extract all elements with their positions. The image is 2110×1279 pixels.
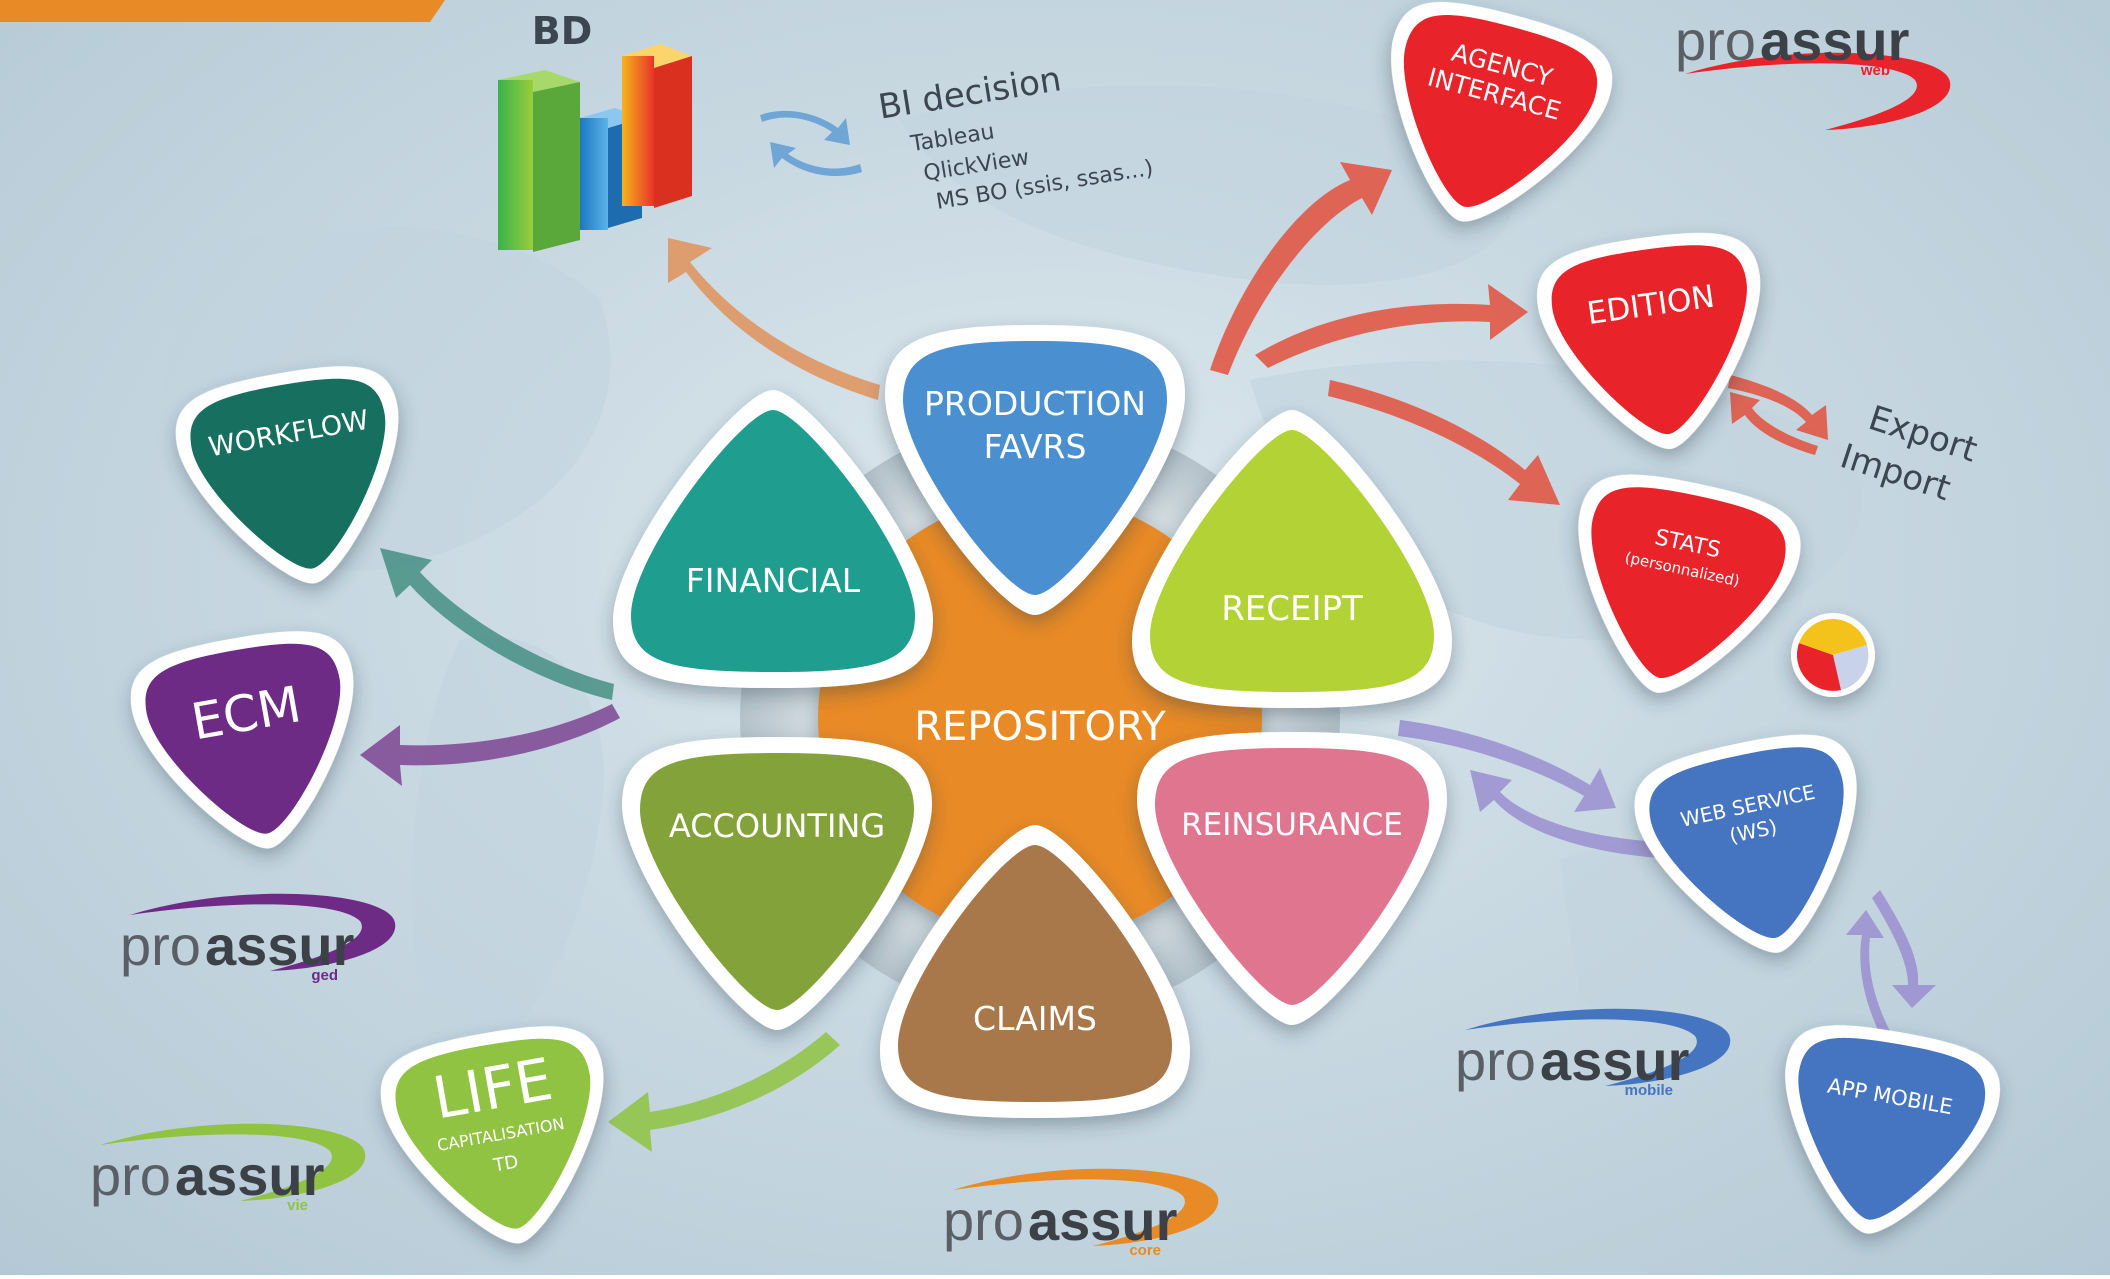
logo-proassur-web: pro assur web <box>1675 9 1951 130</box>
production-label-line2: FAVRS <box>984 427 1087 466</box>
svg-text:pro: pro <box>120 914 201 977</box>
reinsurance-label: REINSURANCE <box>1181 807 1403 843</box>
module-reinsurance[interactable]: REINSURANCE <box>1137 732 1447 1025</box>
satellite-ecm[interactable]: ECM <box>123 619 381 868</box>
svg-text:mobile: mobile <box>1625 1082 1673 1099</box>
logo-proassur-mobile: pro assur mobile <box>1455 1008 1731 1099</box>
arrow-to-app-mobile <box>1872 890 1936 1008</box>
logo-proassur-ged: pro assur ged <box>120 893 396 984</box>
module-production[interactable]: PRODUCTION FAVRS <box>885 325 1185 615</box>
module-receipt[interactable]: RECEIPT <box>1132 410 1452 708</box>
svg-text:pro: pro <box>1455 1029 1536 1092</box>
svg-text:assur: assur <box>1540 1029 1689 1092</box>
arrow-edition-import <box>1730 392 1818 455</box>
svg-text:web: web <box>1860 62 1890 79</box>
module-accounting[interactable]: ACCOUNTING <box>622 737 932 1030</box>
hub-label: REPOSITORY <box>914 704 1166 750</box>
corner-accent-strip <box>0 0 445 22</box>
svg-text:assur: assur <box>175 1144 324 1207</box>
svg-text:assur: assur <box>1760 9 1909 72</box>
arrow-to-workflow <box>380 548 614 700</box>
arrow-to-edition <box>1255 284 1528 368</box>
svg-text:vie: vie <box>287 1197 308 1214</box>
module-claims[interactable]: CLAIMS <box>880 825 1190 1118</box>
svg-text:ged: ged <box>311 967 338 984</box>
satellite-agency-interface[interactable]: AGENCY INTERFACE <box>1352 0 1623 250</box>
arrow-to-life <box>608 1032 840 1152</box>
svg-text:pro: pro <box>90 1144 171 1207</box>
module-financial[interactable]: FINANCIAL <box>613 390 933 688</box>
arrow-to-agency <box>1210 162 1392 375</box>
flow-arrows <box>360 110 1936 1152</box>
svg-text:core: core <box>1129 1242 1161 1259</box>
arrow-bi-out <box>760 110 850 145</box>
logo-proassur-core: pro assur core <box>943 1168 1219 1259</box>
arrow-from-web-service <box>1470 770 1662 858</box>
satellite-stats[interactable]: STATS (personnalized) <box>1547 461 1810 716</box>
satellite-workflow[interactable]: WORKFLOW <box>168 354 426 603</box>
satellite-app-mobile[interactable]: APP MOBILE <box>1760 1014 2008 1252</box>
satellite-web-service[interactable]: WEB SERVICE (WS) <box>1625 721 1888 976</box>
accounting-label: ACCOUNTING <box>669 807 885 845</box>
bar-chart-3d-icon <box>498 44 692 252</box>
svg-text:pro: pro <box>943 1189 1024 1252</box>
arrow-edition-export <box>1728 375 1828 440</box>
arrow-bi-in <box>770 142 862 177</box>
satellite-edition[interactable]: EDITION <box>1530 222 1781 464</box>
logo-proassur-vie: pro assur vie <box>90 1123 366 1214</box>
svg-text:pro: pro <box>1675 9 1756 72</box>
pie-chart-icon <box>1791 613 1875 697</box>
arrow-to-ecm <box>360 704 620 786</box>
svg-text:assur: assur <box>1028 1189 1177 1252</box>
bd-label: BD <box>532 9 593 53</box>
receipt-label: RECEIPT <box>1221 589 1363 629</box>
arrow-from-app-mobile <box>1846 910 1898 1050</box>
arrow-to-stats <box>1328 380 1560 505</box>
production-label-line1: PRODUCTION <box>924 384 1146 423</box>
satellite-life[interactable]: LIFE CAPITALISATION TD <box>373 1014 631 1263</box>
financial-label: FINANCIAL <box>686 561 861 600</box>
svg-text:assur: assur <box>205 914 354 977</box>
arrow-to-bi <box>668 238 880 400</box>
arrow-to-web-service <box>1398 720 1616 812</box>
claims-label: CLAIMS <box>973 999 1097 1038</box>
life-line2: TD <box>491 1151 520 1176</box>
